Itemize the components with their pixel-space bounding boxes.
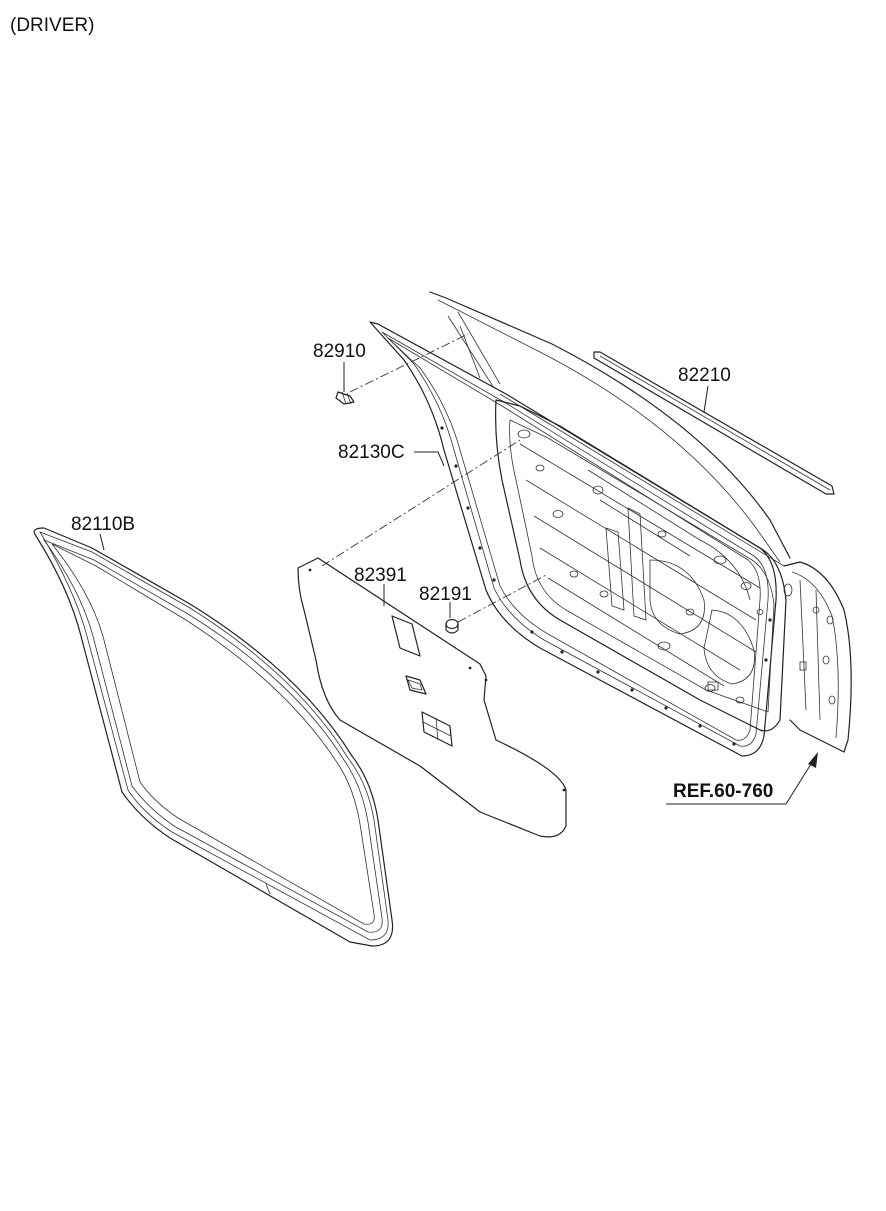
alignment-lines bbox=[321, 333, 549, 623]
header-variant: (DRIVER) bbox=[10, 15, 95, 36]
plug-82191 bbox=[445, 618, 459, 634]
callout-82191: 82191 bbox=[419, 584, 472, 605]
body-side-weatherstrip bbox=[33, 527, 394, 947]
door-frame-panel bbox=[429, 291, 852, 753]
belt-weatherstrip bbox=[593, 351, 835, 495]
ref-callout: REF.60-760 bbox=[673, 781, 774, 802]
callout-82391: 82391 bbox=[354, 565, 407, 586]
callout-82110B: 82110B bbox=[71, 514, 136, 535]
clip-82910 bbox=[335, 391, 355, 405]
callout-82210: 82210 bbox=[678, 365, 731, 386]
callout-82130C: 82130C bbox=[338, 442, 405, 463]
leader-lines bbox=[99, 362, 818, 805]
callout-82910: 82910 bbox=[313, 341, 366, 362]
waterproof-sheet bbox=[297, 557, 567, 838]
door-side-weatherstrip bbox=[369, 321, 777, 757]
